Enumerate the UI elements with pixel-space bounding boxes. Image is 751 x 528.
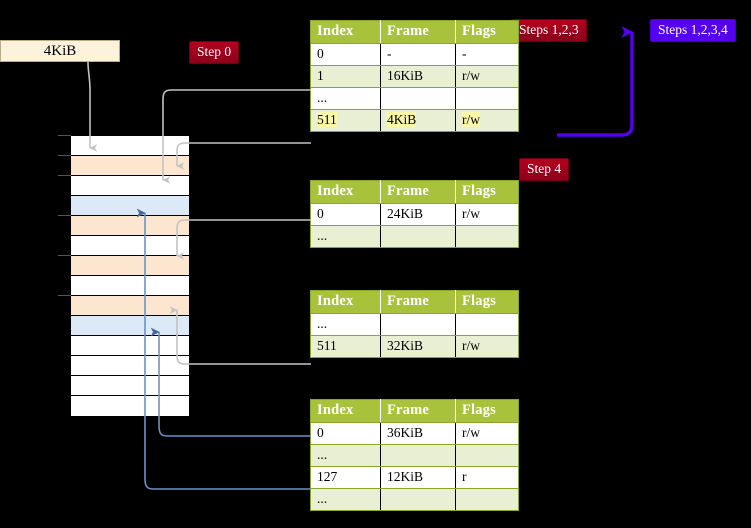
arrow-table0-row511-to-frame [176,142,311,170]
column-header-index: Index [310,290,381,314]
arrow-steps-1234-loop [557,26,634,137]
memory-frame-tick [58,215,71,216]
memory-frame-row [71,196,189,216]
column-header-flags: Flags [455,399,519,423]
table-cell-frame [380,444,456,467]
column-header-index: Index [310,399,381,423]
table-cell-index: 0 [310,422,381,445]
table-cell-index: 1 [310,65,381,88]
column-header-frame: Frame [380,20,456,44]
table-cell-flags [455,313,519,336]
table-cell-frame: 12KiB [380,466,456,489]
table-cell-frame: 4KiB [380,109,456,132]
arrow-table1-row0-to-frame [176,219,311,260]
table-cell-index: ... [310,225,381,248]
memory-frame-row [71,156,189,176]
table-row: 0-- [310,43,519,66]
memory-frame-row [71,136,189,156]
badge-step-0: Step 0 [189,41,240,64]
column-header-flags: Flags [455,180,519,204]
memory-frame-row [71,236,189,256]
table-row: ... [310,313,519,336]
table-cell-flags [455,444,519,467]
table-cell-flags: r/w [455,109,519,132]
table-cell-flags [455,87,519,110]
memory-frame-row [71,356,189,376]
table-cell-frame: 32KiB [380,335,456,358]
memory-size-label: 4KiB [0,40,120,62]
table-cell-flags [455,225,519,248]
table-cell-frame: - [380,43,456,66]
table-cell-frame [380,488,456,511]
table-cell-index: 127 [310,466,381,489]
table-cell-index: ... [310,444,381,467]
table-cell-flags [455,488,519,511]
memory-frame-row [71,256,189,276]
memory-frame-row [71,296,189,316]
table-cell-index: 511 [310,335,381,358]
table-cell-flags: r [455,466,519,489]
table-row: ... [310,87,519,110]
table-cell-index: ... [310,87,381,110]
table-cell-flags: r/w [455,335,519,358]
physical-memory-frames [70,135,190,416]
column-header-frame: Frame [380,290,456,314]
memory-frame-row [71,176,189,196]
memory-frame-row [71,396,189,416]
memory-frame-row [71,376,189,396]
column-header-flags: Flags [455,20,519,44]
table-cell-frame [380,313,456,336]
table-cell-frame: 24KiB [380,203,456,226]
table-cell-flags: r/w [455,422,519,445]
column-header-frame: Frame [380,399,456,423]
table-cell-frame: 36KiB [380,422,456,445]
table-row: ... [310,444,519,467]
memory-frame-row [71,216,189,236]
table-cell-index: 0 [310,43,381,66]
badge-steps-1234: Steps 1,2,3,4 [650,19,736,42]
memory-frame-tick [58,155,71,156]
memory-frame-row [71,336,189,356]
badge-step-4: Step 4 [519,158,570,181]
column-header-index: Index [310,20,381,44]
arrow-table2-row511-to-frame [169,306,311,365]
memory-frame-row [71,276,189,296]
table-cell-flags: r/w [455,65,519,88]
memory-frame-row [71,316,189,336]
table-cell-flags: r/w [455,203,519,226]
column-header-flags: Flags [455,290,519,314]
table-row: ... [310,488,519,511]
table-cell-index: 511 [310,109,381,132]
memory-frame-tick [58,135,71,136]
memory-frame-tick [58,175,71,176]
badge-steps-123: Steps 1,2,3 [511,19,587,42]
column-header-frame: Frame [380,180,456,204]
table-cell-frame [380,225,456,248]
table-row: ... [310,225,519,248]
table-cell-frame [380,87,456,110]
table-cell-index: ... [310,488,381,511]
column-header-index: Index [310,180,381,204]
table-cell-index: 0 [310,203,381,226]
memory-frame-tick [58,255,71,256]
table-cell-flags: - [455,43,519,66]
memory-frame-tick [58,295,71,296]
table-cell-frame: 16KiB [380,65,456,88]
table-cell-index: ... [310,313,381,336]
